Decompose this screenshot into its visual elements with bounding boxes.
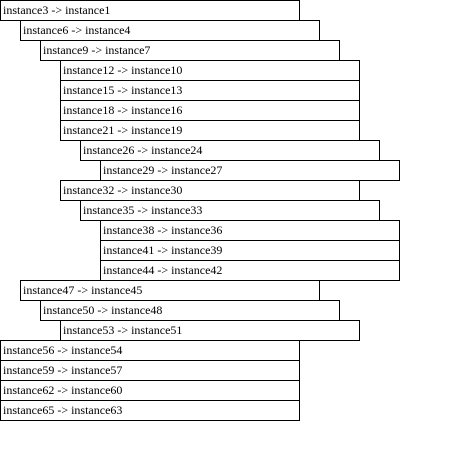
tree-row[interactable]: instance59 -> instance57 [0, 360, 300, 381]
tree-row[interactable]: instance18 -> instance16 [60, 100, 360, 121]
tree-row[interactable]: instance35 -> instance33 [80, 200, 380, 221]
tree-row[interactable]: instance62 -> instance60 [0, 380, 300, 401]
tree-row[interactable]: instance21 -> instance19 [60, 120, 360, 141]
tree-row[interactable]: instance12 -> instance10 [60, 60, 360, 81]
tree-row[interactable]: instance26 -> instance24 [80, 140, 380, 161]
tree-row[interactable]: instance65 -> instance63 [0, 400, 300, 421]
tree-row[interactable]: instance9 -> instance7 [40, 40, 340, 61]
tree-row[interactable]: instance41 -> instance39 [100, 240, 400, 261]
tree-row[interactable]: instance47 -> instance45 [20, 280, 320, 301]
tree-row[interactable]: instance29 -> instance27 [100, 160, 400, 181]
tree-row[interactable]: instance53 -> instance51 [60, 320, 360, 341]
tree-row[interactable]: instance50 -> instance48 [40, 300, 340, 321]
tree-row[interactable]: instance44 -> instance42 [100, 260, 400, 281]
tree-row[interactable]: instance32 -> instance30 [60, 180, 360, 201]
tree-row[interactable]: instance3 -> instance1 [0, 0, 300, 21]
tree-row[interactable]: instance15 -> instance13 [60, 80, 360, 101]
tree-row[interactable]: instance56 -> instance54 [0, 340, 300, 361]
tree-row[interactable]: instance38 -> instance36 [100, 220, 400, 241]
tree-row[interactable]: instance6 -> instance4 [20, 20, 320, 41]
